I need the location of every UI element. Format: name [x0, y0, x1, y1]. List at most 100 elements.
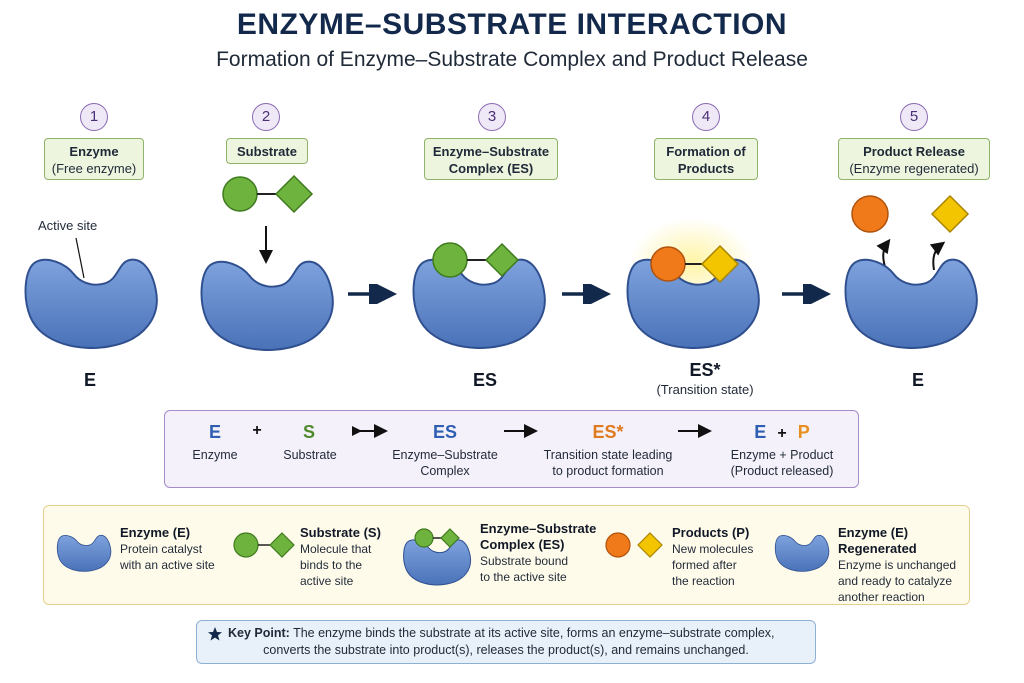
legend-regenerated-icon — [774, 534, 830, 572]
step-5-title: Product Release — [863, 144, 965, 159]
eq-label-ep: Enzyme + Product (Product released) — [712, 447, 852, 479]
star-icon — [208, 627, 222, 641]
enzyme-shape — [200, 260, 334, 351]
process-arrow-2 — [562, 284, 611, 304]
eq-symbol-e2: E — [754, 422, 767, 442]
step-4-box: Formation of Products — [654, 138, 758, 180]
release-arrow-2 — [929, 241, 946, 271]
eq-symbol-es: ES — [432, 422, 457, 442]
legend-substrate-line1: Molecule that — [300, 542, 372, 556]
step-2-number: 2 — [252, 103, 280, 131]
product-diamond — [930, 194, 970, 234]
substrate-diamond — [484, 242, 520, 278]
step-2-title: Substrate — [237, 144, 297, 159]
eq-symbol-s: S — [302, 422, 315, 442]
step-5-desc: (Enzyme regenerated) — [849, 161, 979, 176]
eq-plus-2: + — [777, 425, 787, 442]
legend-enzyme-line2: with an active site — [120, 558, 215, 572]
legend-complex-icon — [403, 528, 472, 586]
legend-item-substrate: Substrate (S) Molecule that binds to the… — [300, 525, 410, 589]
key-point-line1: Key Point: The enzyme binds the substrat… — [228, 625, 808, 642]
process-arrow-3 — [782, 284, 831, 304]
step-5-number: 5 — [900, 103, 928, 131]
active-site-pointer — [75, 237, 85, 279]
step-1-box: Enzyme (Free enzyme) — [44, 138, 144, 180]
enzyme-shape — [412, 258, 546, 349]
step-3-complex — [412, 242, 546, 349]
enzyme-shape — [844, 258, 978, 349]
step-3-desc: Complex (ES) — [448, 161, 534, 176]
step-4-bottom-sub: (Transition state) — [656, 382, 754, 397]
key-point-label: Key Point: — [228, 626, 290, 640]
enzyme-shape — [24, 258, 158, 349]
step-3-box: Enzyme–Substrate Complex (ES) — [424, 138, 558, 180]
legend-products-line3: the reaction — [672, 574, 735, 588]
page-title: ENZYME–SUBSTRATE INTERACTION — [236, 8, 788, 41]
key-point-text1: The enzyme binds the substrate at its ac… — [293, 626, 775, 640]
legend-item-regenerated: Enzyme (E) Regenerated Enzyme is unchang… — [838, 525, 968, 605]
eq-label-es-line2: Complex — [420, 464, 470, 478]
eq-label-es-star: Transition state leading to product form… — [530, 447, 686, 479]
legend-item-products: Products (P) New molecules formed after … — [672, 525, 772, 589]
legend-substrate-title: Substrate (S) — [300, 525, 381, 540]
legend-products-icon — [605, 532, 663, 558]
step-4-desc: Products — [677, 161, 735, 176]
eq-symbol-ep: E + P — [742, 422, 822, 443]
legend-products-line1: New molecules — [672, 542, 754, 556]
eq-plus: + — [252, 422, 262, 439]
substrate-circle — [432, 242, 468, 278]
legend-item-enzyme: Enzyme (E) Protein catalyst with an acti… — [120, 525, 230, 573]
eq-symbol-e: E — [208, 422, 221, 442]
legend-regenerated-line1: Enzyme is unchanged — [838, 558, 957, 572]
step-4-title: Formation of — [666, 144, 746, 159]
step-3-bottom-label: ES — [472, 370, 497, 390]
step-4-number: 4 — [692, 103, 720, 131]
eq-label-ep-line2: (Product released) — [730, 464, 834, 478]
legend-substrate-line3: active site — [300, 574, 354, 588]
legend-regenerated-title: Enzyme (E) Regenerated — [838, 525, 917, 556]
step-3-number: 3 — [478, 103, 506, 131]
legend-complex-line1: Substrate bound — [480, 554, 569, 568]
step-2-graphic — [200, 174, 334, 351]
step-1-title: Enzyme — [69, 144, 119, 159]
eq-label-es-line1: Enzyme–Substrate — [392, 448, 498, 462]
active-site-label: Active site — [38, 218, 98, 233]
step-1-desc: (Free enzyme) — [51, 161, 137, 176]
step-4-transition — [626, 218, 760, 349]
step-5-box: Product Release (Enzyme regenerated) — [838, 138, 990, 180]
legend-enzyme-line1: Protein catalyst — [120, 542, 203, 556]
eq-label-es: Enzyme–Substrate Complex — [385, 447, 505, 479]
legend-products-title: Products (P) — [672, 525, 750, 540]
legend-item-complex: Enzyme–Substrate Complex (ES) Substrate … — [480, 521, 600, 585]
eq-label-ep-line1: Enzyme + Product — [730, 448, 834, 462]
equation-box — [164, 410, 859, 488]
step-5-release — [844, 194, 978, 349]
legend-products-line2: formed after — [672, 558, 737, 572]
product-diamond — [700, 244, 740, 284]
step-1-bottom-label: E — [83, 370, 96, 390]
substrate-circle — [222, 176, 258, 212]
legend-enzyme-title: Enzyme (E) — [120, 525, 191, 540]
step-3-title: Enzyme–Substrate — [432, 144, 550, 159]
process-arrow-1 — [348, 284, 397, 304]
step-1-enzyme — [24, 237, 158, 349]
legend-enzyme-icon — [56, 534, 112, 572]
product-circle — [851, 195, 889, 233]
legend-substrate-icon — [233, 532, 295, 558]
eq-label-es-star-line2: to product formation — [552, 464, 664, 478]
legend-substrate-line2: binds to the — [300, 558, 363, 572]
key-point-box — [196, 620, 816, 664]
step-4-bottom-label: ES* — [689, 360, 721, 380]
legend-complex-title: Enzyme–Substrate — [480, 521, 597, 536]
eq-arrow-3 — [678, 424, 712, 438]
substrate-diamond — [274, 174, 314, 214]
legend-regenerated-line2: and ready to catalyze — [838, 574, 953, 588]
legend-regenerated-line3: another reaction — [838, 590, 925, 604]
step-2-box: Substrate — [226, 138, 308, 164]
page-subtitle: Formation of Enzyme–Substrate Complex an… — [216, 48, 808, 71]
eq-symbol-es-star: ES* — [592, 422, 624, 442]
eq-reversible-arrow — [352, 424, 388, 438]
eq-label-substrate: Substrate — [283, 448, 337, 462]
legend-complex-title2: Complex (ES) — [480, 537, 565, 552]
eq-label-enzyme: Enzyme — [192, 448, 238, 462]
